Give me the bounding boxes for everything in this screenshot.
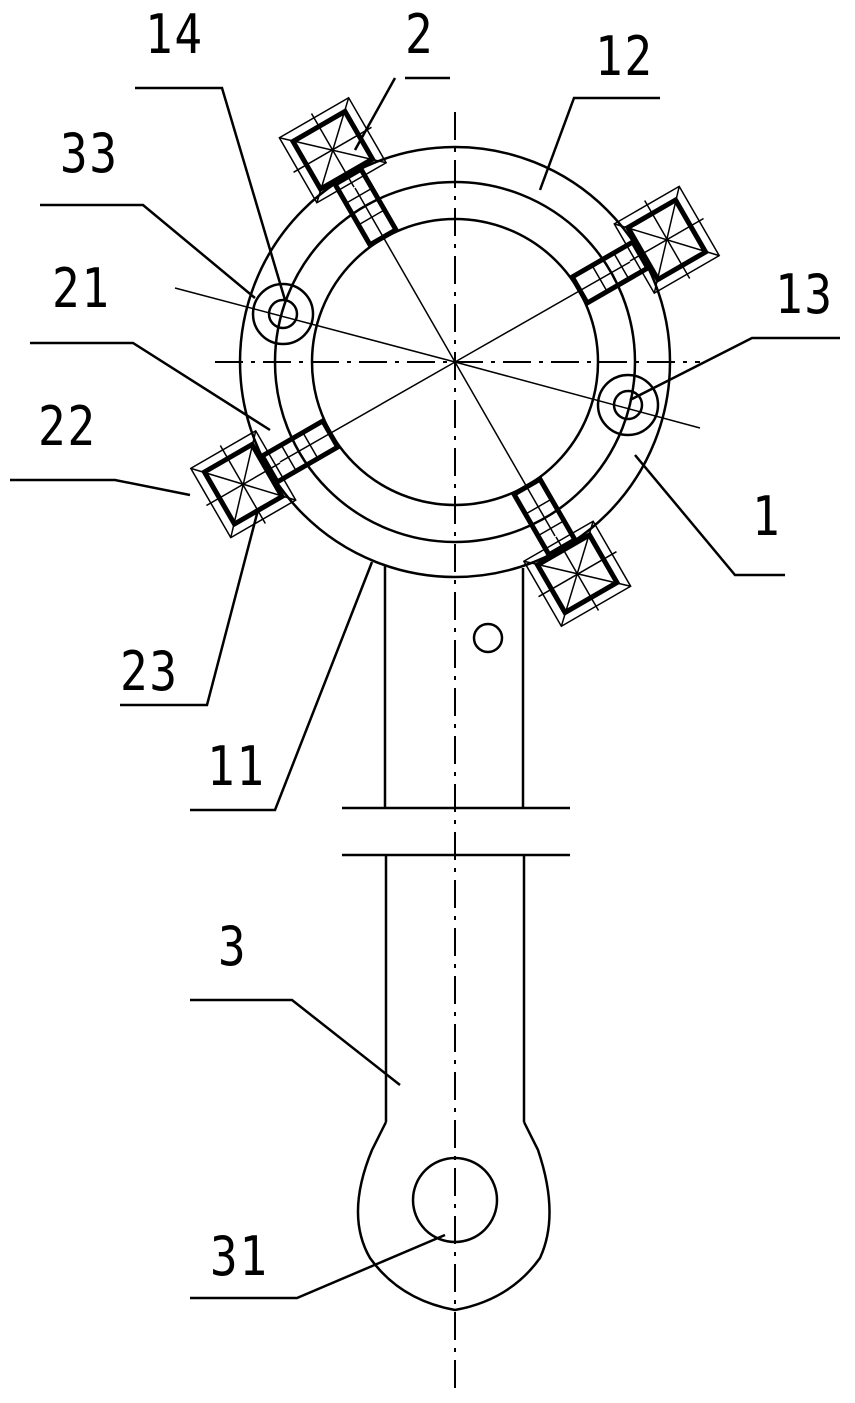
label-1: 1	[752, 485, 782, 548]
label-13: 13	[775, 263, 834, 326]
label-3: 3	[218, 915, 248, 978]
label-12: 12	[595, 25, 654, 88]
label-33: 33	[60, 122, 119, 185]
label-22: 22	[38, 395, 97, 458]
label-14: 14	[145, 3, 204, 66]
handle	[342, 565, 570, 1312]
leader-lines	[10, 76, 840, 1300]
label-11: 11	[207, 735, 266, 798]
label-2: 2	[405, 3, 435, 66]
label-21: 21	[52, 257, 111, 320]
label-31: 31	[210, 1225, 269, 1288]
label-23: 23	[120, 640, 179, 703]
pin-holes	[251, 282, 660, 437]
centerlines	[174, 112, 701, 1390]
